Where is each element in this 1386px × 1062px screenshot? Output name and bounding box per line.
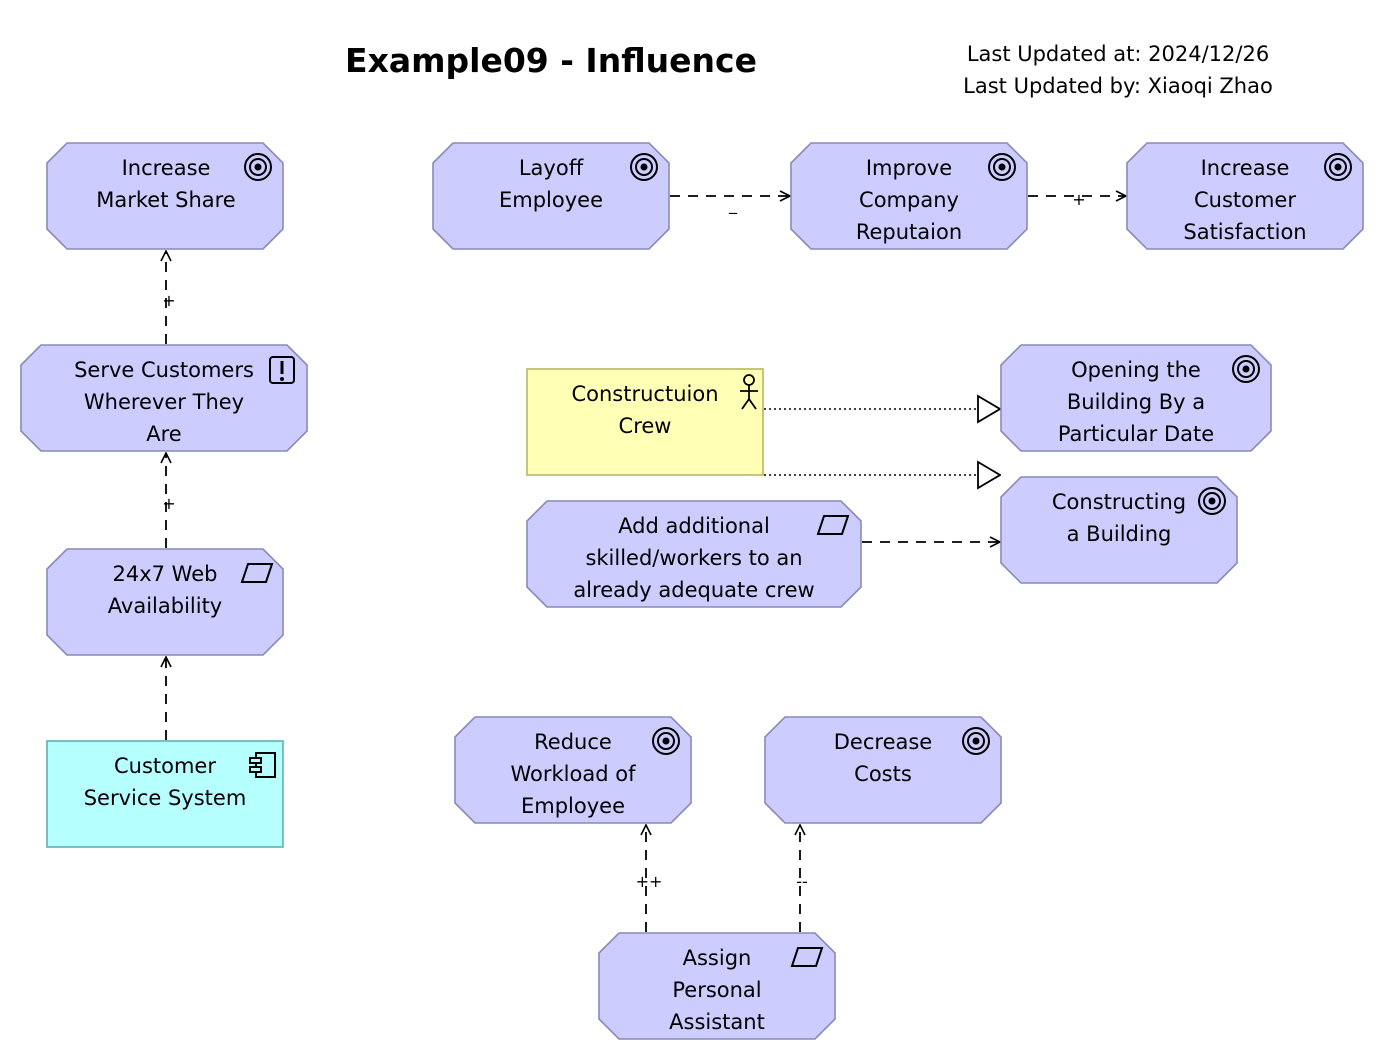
element-label-line: already adequate crew [573,578,814,602]
goal-target-icon [652,727,680,755]
requirement-parallelogram-icon [790,947,824,967]
element-label-line: Assistant [669,1010,765,1034]
element-label-line: Customer [1194,188,1296,212]
actor-construction-crew[interactable]: Constructuion Crew [526,368,764,476]
element-label-line: Improve [866,156,952,180]
element-label-line: Constructing [1052,490,1186,514]
element-label-line: Serve Customers [74,358,254,382]
influence-label-web-to-serve: + [162,494,175,513]
diagram-title: Example09 - Influence [345,41,757,80]
element-label-line: Opening the [1071,358,1201,382]
influence-label-layoff-to-reputation: _ [728,195,738,215]
requirement-parallelogram-icon [240,563,274,583]
requirement-assign-personal-assistant[interactable]: Assign Personal Assistant [598,932,836,1040]
influence-label-assistant-to-costs: -- [796,872,808,891]
element-label-line: Add additional [618,514,770,538]
goal-target-icon [630,153,658,181]
element-label-line: Availability [108,594,222,618]
element-label-line: Workload of [511,762,637,786]
principle-serve-customers[interactable]: Serve Customers Wherever They Are [20,344,308,452]
element-label-line: Constructuion [571,382,718,406]
element-label-line: Building By a [1067,390,1205,414]
component-customer-service-system[interactable]: Customer Service System [46,740,284,848]
element-label-line: Satisfaction [1183,220,1306,244]
requirement-add-additional-workers[interactable]: Add additional skilled/workers to an alr… [526,500,862,608]
goal-target-icon [1324,153,1352,181]
element-label-line: skilled/workers to an [585,546,802,570]
influence-label-reputation-to-satisfaction: + [1072,190,1085,209]
goal-reduce-workload[interactable]: Reduce Workload of Employee [454,716,692,824]
element-label-line: Personal [672,978,761,1002]
element-label-line: Increase [1201,156,1290,180]
element-label-line: Costs [854,762,912,786]
element-label-line: Employee [499,188,603,212]
component-icon [249,752,276,778]
influence-label-assistant-to-workload: ++ [636,872,663,891]
element-label-line: Reduce [534,730,612,754]
element-label-line: 24x7 Web [113,562,218,586]
goal-layoff-employee[interactable]: Layoff Employee [432,142,670,250]
goal-target-icon [1232,355,1260,383]
element-label-line: Particular Date [1058,422,1214,446]
element-label-line: Crew [619,414,672,438]
last-updated-at: Last Updated at: 2024/12/26 [967,42,1269,66]
element-label-line: Customer [114,754,216,778]
element-label-line: Layoff [519,156,584,180]
requirement-web-availability[interactable]: 24x7 Web Availability [46,548,284,656]
goal-target-icon [962,727,990,755]
goal-decrease-costs[interactable]: Decrease Costs [764,716,1002,824]
element-label-line: Service System [84,786,247,810]
goal-increase-customer-satisfaction[interactable]: Increase Customer Satisfaction [1126,142,1364,250]
element-label-line: a Building [1067,522,1172,546]
requirement-parallelogram-icon [816,515,850,535]
element-label-line: Company [859,188,959,212]
element-label-line: Employee [521,794,625,818]
element-label-line: Assign [683,946,752,970]
goal-target-icon [988,153,1016,181]
goal-opening-the-building[interactable]: Opening the Building By a Particular Dat… [1000,344,1272,452]
goal-increase-market-share[interactable]: Increase Market Share [46,142,284,250]
last-updated-by: Last Updated by: Xiaoqi Zhao [963,74,1273,98]
goal-improve-company-reputation[interactable]: Improve Company Reputaion [790,142,1028,250]
element-label-line: Wherever They [84,390,244,414]
actor-stickman-icon [740,374,758,410]
element-label-line: Decrease [834,730,932,754]
goal-constructing-a-building[interactable]: Constructing a Building [1000,476,1238,584]
element-label-line: Reputaion [856,220,962,244]
influence-label-serve-to-market: + [162,291,175,310]
element-label-line: Are [146,422,181,446]
principle-exclamation-icon [269,356,295,384]
goal-target-icon [1198,487,1226,515]
goal-target-icon [244,153,272,181]
element-label-line: Increase [122,156,211,180]
element-label-line: Market Share [96,188,235,212]
